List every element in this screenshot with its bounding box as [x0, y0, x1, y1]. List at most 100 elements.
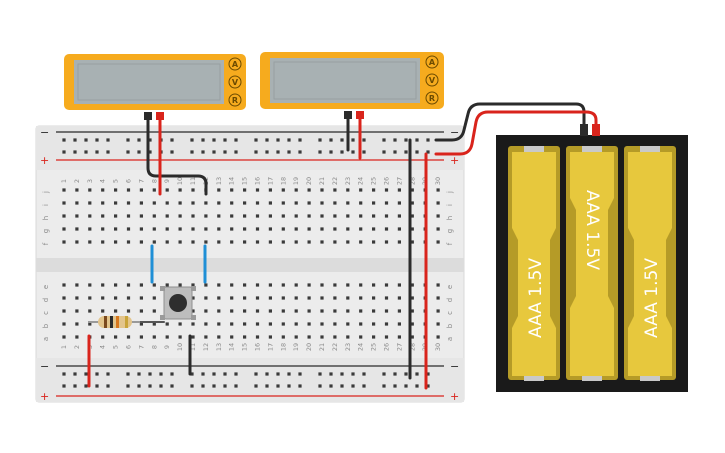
breadboard-hole[interactable] [148, 138, 152, 142]
breadboard-hole[interactable] [139, 214, 143, 218]
breadboard-hole[interactable] [255, 240, 260, 244]
breadboard-hole[interactable] [62, 296, 66, 300]
breadboard-hole[interactable] [287, 138, 291, 142]
breadboard-hole[interactable] [204, 227, 208, 231]
breadboard-hole[interactable] [152, 296, 156, 300]
breadboard-hole[interactable] [333, 201, 337, 205]
breadboard-hole[interactable] [268, 322, 272, 326]
breadboard-hole[interactable] [436, 201, 440, 205]
breadboard-hole[interactable] [212, 150, 216, 154]
breadboard-hole[interactable] [397, 335, 401, 339]
breadboard-hole[interactable] [384, 335, 389, 339]
breadboard-hole[interactable] [217, 201, 221, 205]
breadboard-hole[interactable] [294, 227, 298, 231]
breadboard-hole[interactable] [139, 283, 143, 287]
breadboard-hole[interactable] [152, 227, 156, 231]
breadboard-hole[interactable] [346, 309, 350, 313]
breadboard-hole[interactable] [201, 384, 205, 388]
breadboard-hole[interactable] [243, 322, 247, 326]
breadboard-hole[interactable] [170, 138, 174, 142]
breadboard-hole[interactable] [178, 240, 182, 244]
breadboard-hole[interactable] [62, 138, 66, 142]
breadboard-hole[interactable] [243, 240, 247, 244]
breadboard-hole[interactable] [114, 309, 118, 313]
breadboard-hole[interactable] [84, 384, 88, 388]
breadboard-hole[interactable] [404, 372, 408, 376]
breadboard-hole[interactable] [62, 188, 66, 192]
breadboard-hole[interactable] [204, 322, 208, 326]
breadboard-hole[interactable] [106, 150, 110, 154]
breadboard-hole[interactable] [372, 188, 376, 192]
breadboard-hole[interactable] [268, 240, 272, 244]
breadboard-hole[interactable] [190, 150, 194, 154]
breadboard-hole[interactable] [191, 296, 195, 300]
breadboard-hole[interactable] [320, 214, 324, 218]
breadboard-hole[interactable] [346, 296, 350, 300]
breadboard-hole[interactable] [165, 214, 169, 218]
breadboard-hole[interactable] [397, 240, 401, 244]
breadboard-hole[interactable] [307, 283, 311, 287]
breadboard-hole[interactable] [62, 283, 66, 287]
breadboard-hole[interactable] [268, 296, 272, 300]
breadboard-hole[interactable] [384, 322, 389, 326]
breadboard-hole[interactable] [393, 384, 397, 388]
breadboard-hole[interactable] [75, 309, 79, 313]
breadboard-hole[interactable] [101, 296, 105, 300]
breadboard-hole[interactable] [106, 384, 110, 388]
breadboard-hole[interactable] [382, 372, 386, 376]
breadboard-hole[interactable] [126, 309, 131, 313]
breadboard-hole[interactable] [294, 214, 298, 218]
breadboard-hole[interactable] [318, 372, 322, 376]
breadboard-hole[interactable] [152, 214, 156, 218]
breadboard-hole[interactable] [191, 309, 195, 313]
breadboard-hole[interactable] [62, 384, 66, 388]
breadboard-hole[interactable] [73, 372, 77, 376]
breadboard-hole[interactable] [212, 372, 216, 376]
breadboard-hole[interactable] [410, 309, 414, 313]
breadboard-hole[interactable] [294, 335, 298, 339]
breadboard-hole[interactable] [415, 150, 419, 154]
breadboard-hole[interactable] [415, 372, 419, 376]
breadboard-hole[interactable] [307, 188, 311, 192]
breadboard-hole[interactable] [114, 240, 118, 244]
breadboard-hole[interactable] [307, 201, 311, 205]
breadboard-hole[interactable] [204, 309, 208, 313]
breadboard-hole[interactable] [165, 283, 169, 287]
breadboard-hole[interactable] [320, 322, 324, 326]
breadboard-hole[interactable] [84, 150, 88, 154]
breadboard-hole[interactable] [397, 188, 401, 192]
breadboard-hole[interactable] [410, 335, 414, 339]
breadboard-hole[interactable] [137, 372, 141, 376]
breadboard-hole[interactable] [139, 309, 143, 313]
breadboard-hole[interactable] [346, 283, 350, 287]
breadboard-hole[interactable] [243, 201, 247, 205]
breadboard-hole[interactable] [287, 150, 291, 154]
breadboard-hole[interactable] [298, 372, 302, 376]
breadboard-hole[interactable] [152, 188, 156, 192]
breadboard-hole[interactable] [281, 240, 285, 244]
breadboard-hole[interactable] [320, 240, 324, 244]
breadboard-hole[interactable] [426, 150, 430, 154]
breadboard-hole[interactable] [362, 150, 366, 154]
pushbutton[interactable] [160, 286, 196, 320]
breadboard-hole[interactable] [126, 188, 131, 192]
breadboard-hole[interactable] [254, 150, 258, 154]
breadboard-hole[interactable] [426, 372, 430, 376]
breadboard-hole[interactable] [201, 150, 205, 154]
breadboard-hole[interactable] [139, 240, 143, 244]
breadboard-hole[interactable] [404, 384, 408, 388]
breadboard-hole[interactable] [329, 150, 333, 154]
breadboard-hole[interactable] [217, 188, 221, 192]
breadboard-hole[interactable] [340, 138, 344, 142]
breadboard-hole[interactable] [152, 335, 156, 339]
breadboard-hole[interactable] [410, 283, 414, 287]
breadboard-hole[interactable] [139, 322, 143, 326]
breadboard-hole[interactable] [165, 227, 169, 231]
breadboard-hole[interactable] [230, 188, 234, 192]
breadboard-hole[interactable] [191, 227, 195, 231]
breadboard-hole[interactable] [359, 322, 363, 326]
breadboard-hole[interactable] [126, 227, 131, 231]
breadboard-hole[interactable] [333, 322, 337, 326]
breadboard-hole[interactable] [397, 201, 401, 205]
multimeter-left[interactable]: A V R [64, 54, 246, 120]
